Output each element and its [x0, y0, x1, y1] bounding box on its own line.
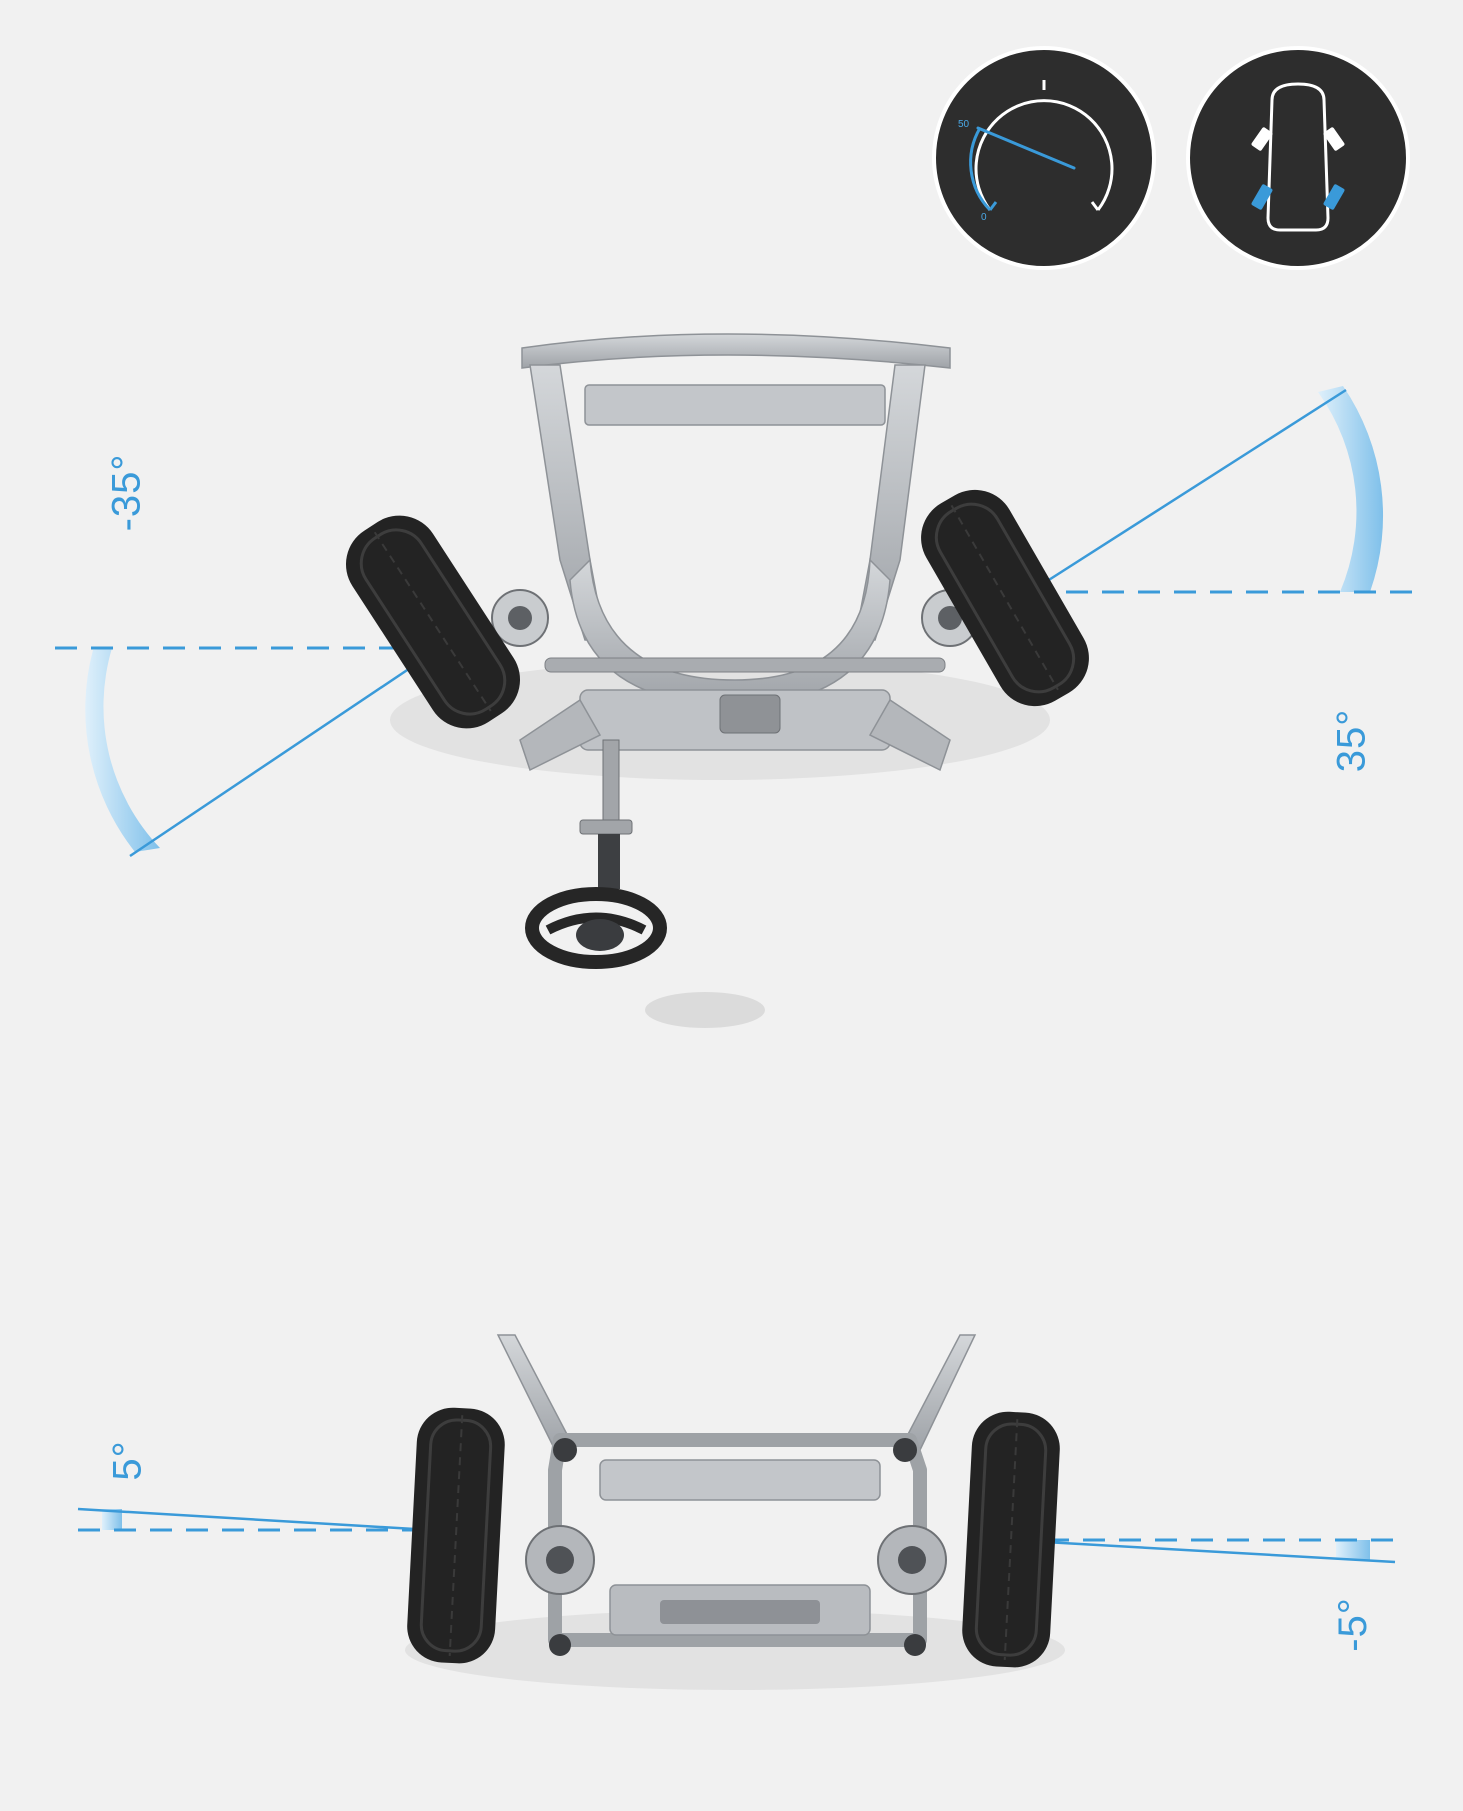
- front-left-angle-guide: [55, 646, 441, 858]
- steering-wheel-icon: [525, 887, 667, 969]
- rear-left-tire: [407, 1407, 505, 1664]
- speedometer-icon: 50 0: [958, 80, 1114, 223]
- rear-left-angle-guide: [77, 1507, 466, 1534]
- front-right-tire: [921, 489, 1089, 707]
- front-left-tire: [345, 515, 521, 729]
- car-wheels-icon: [1251, 82, 1345, 232]
- speed-gauge-badge: 50 0: [932, 46, 1156, 270]
- rear-left-angle-label: 5°: [105, 1440, 150, 1481]
- gauge-tick-0: 0: [981, 212, 987, 223]
- front-right-angle-label: 35°: [1329, 708, 1374, 773]
- gauge-tick-50: 50: [958, 119, 970, 130]
- rear-right-angle-label: -5°: [1330, 1597, 1375, 1652]
- rear-suspension-assembly: [405, 1334, 1065, 1690]
- front-right-angle-guide: [1029, 386, 1420, 594]
- wheel-diagram-badge: [1186, 46, 1410, 270]
- rear-right-tire: [962, 1411, 1060, 1668]
- front-suspension-assembly: [345, 333, 1089, 1028]
- front-left-angle-label: -35°: [104, 453, 149, 532]
